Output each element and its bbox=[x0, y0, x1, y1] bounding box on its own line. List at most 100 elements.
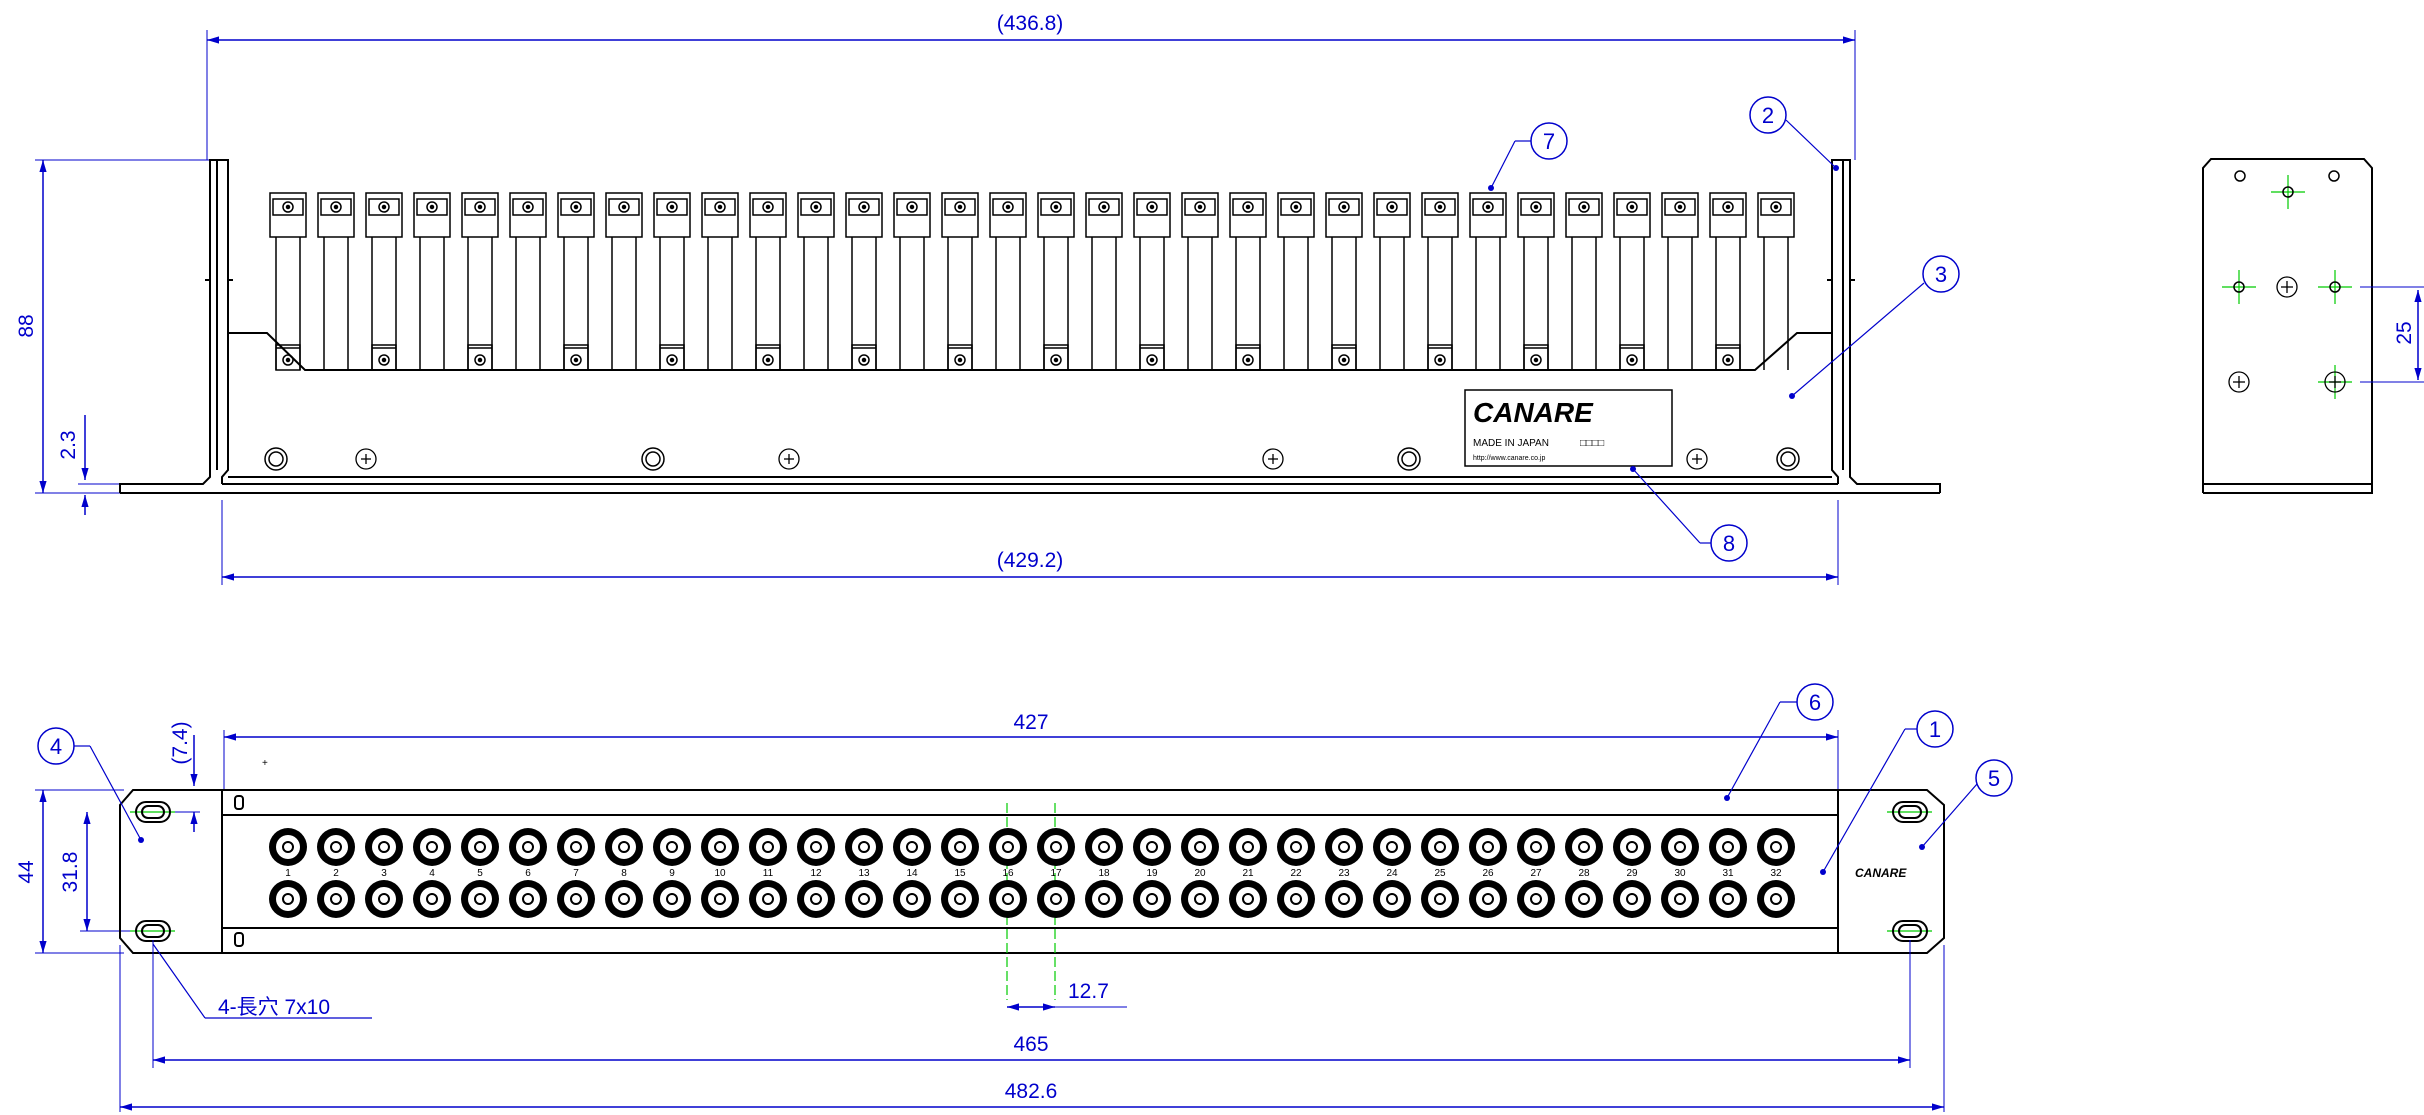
bnc-jack bbox=[701, 828, 739, 866]
front-brand: CANARE bbox=[1855, 866, 1907, 880]
svg-text:7: 7 bbox=[1543, 129, 1555, 154]
bnc-jack bbox=[557, 828, 595, 866]
connector-body bbox=[941, 192, 979, 371]
dim-height-88: 88 bbox=[15, 314, 38, 337]
bnc-jack bbox=[1613, 828, 1651, 866]
bnc-jack bbox=[845, 828, 883, 866]
slot-note: 4-長穴 7x10 bbox=[218, 996, 330, 1019]
svg-text:5: 5 bbox=[1988, 766, 2000, 791]
label-plate-made-in: MADE IN JAPAN bbox=[1473, 438, 1549, 449]
dim-hole-pitch-465: 465 bbox=[1013, 1033, 1048, 1056]
bnc-jack bbox=[317, 880, 355, 918]
jack-number: 1 bbox=[285, 868, 291, 879]
bnc-jack bbox=[1277, 828, 1315, 866]
bnc-jack bbox=[893, 880, 931, 918]
connector-body bbox=[1085, 192, 1123, 370]
bnc-jack bbox=[557, 880, 595, 918]
bnc-jack bbox=[1277, 880, 1315, 918]
jack-number: 4 bbox=[429, 868, 435, 879]
jack-number: 17 bbox=[1050, 868, 1062, 879]
bnc-jack bbox=[1085, 828, 1123, 866]
front-view: 427 + (7.4) 44 31.8 bbox=[15, 683, 2013, 1112]
bnc-jack bbox=[1037, 828, 1075, 866]
jack-number: 19 bbox=[1146, 868, 1158, 879]
bnc-jack bbox=[1757, 828, 1795, 866]
top-connectors bbox=[269, 192, 1795, 371]
bnc-jack bbox=[1469, 880, 1507, 918]
jack-number: 24 bbox=[1386, 868, 1398, 879]
bnc-jack bbox=[1325, 880, 1363, 918]
svg-text:2: 2 bbox=[1762, 103, 1774, 128]
connector-body bbox=[1661, 192, 1699, 370]
svg-text:4: 4 bbox=[50, 734, 62, 759]
jack-number: 27 bbox=[1530, 868, 1542, 879]
connector-body bbox=[893, 192, 931, 370]
connector-body bbox=[269, 192, 307, 371]
chassis-side bbox=[119, 159, 1941, 494]
connector-body bbox=[413, 192, 451, 370]
standoff-ring bbox=[641, 447, 665, 471]
bnc-jack bbox=[1325, 828, 1363, 866]
label-plate-boxes: □□□□ bbox=[1580, 438, 1604, 449]
connector-body bbox=[749, 192, 787, 371]
jack-number: 20 bbox=[1194, 868, 1206, 879]
bnc-jack bbox=[1709, 828, 1747, 866]
jack-number: 29 bbox=[1626, 868, 1638, 879]
bnc-jack bbox=[317, 828, 355, 866]
jack-number: 3 bbox=[381, 868, 387, 879]
dim-front-44: 44 bbox=[15, 860, 38, 884]
jack-number: 32 bbox=[1770, 868, 1782, 879]
phillips-screw bbox=[778, 448, 800, 470]
dim-pitch-12-7: 12.7 bbox=[1068, 980, 1109, 1003]
bnc-jack bbox=[653, 828, 691, 866]
label-plate: CANARE MADE IN JAPAN □□□□ http://www.can… bbox=[1464, 389, 1673, 467]
label-plate-brand: CANARE bbox=[1473, 397, 1594, 428]
jack-number: 22 bbox=[1290, 868, 1302, 879]
bnc-jack bbox=[413, 880, 451, 918]
callout-4: 4 bbox=[37, 727, 144, 843]
connector-body bbox=[797, 192, 835, 370]
bnc-jack bbox=[509, 880, 547, 918]
callout-7: 7 bbox=[1488, 122, 1568, 191]
jack-number: 7 bbox=[573, 868, 579, 879]
bnc-jack bbox=[1373, 828, 1411, 866]
dim-front-7-4: (7.4) bbox=[169, 721, 192, 764]
bnc-jack bbox=[413, 828, 451, 866]
dim-bottom-width: (429.2) bbox=[997, 549, 1064, 572]
bnc-jack bbox=[1517, 880, 1555, 918]
connector-body bbox=[509, 192, 547, 370]
bnc-jack bbox=[1133, 828, 1171, 866]
bnc-jack bbox=[1085, 880, 1123, 918]
bnc-jack bbox=[797, 828, 835, 866]
phillips-screw bbox=[1686, 448, 1708, 470]
connector-body bbox=[1709, 192, 1747, 371]
svg-text:+: + bbox=[262, 758, 268, 769]
jack-number: 13 bbox=[858, 868, 870, 879]
connector-body bbox=[365, 192, 403, 371]
callout-2: 2 bbox=[1749, 96, 1839, 171]
bnc-jack bbox=[365, 828, 403, 866]
bnc-jack bbox=[749, 828, 787, 866]
phillips-screw bbox=[1262, 448, 1284, 470]
bnc-jack bbox=[1613, 880, 1651, 918]
bnc-jack bbox=[269, 880, 307, 918]
connector-body bbox=[317, 192, 355, 370]
bnc-jack bbox=[1037, 880, 1075, 918]
bnc-jack bbox=[269, 828, 307, 866]
bnc-jack bbox=[605, 828, 643, 866]
bnc-jack bbox=[365, 880, 403, 918]
bnc-jack bbox=[1661, 828, 1699, 866]
connector-body bbox=[1757, 192, 1795, 370]
bnc-jack bbox=[1373, 880, 1411, 918]
connector-body bbox=[845, 192, 883, 371]
connector-body bbox=[653, 192, 691, 371]
callout-3: 3 bbox=[1789, 255, 1960, 399]
bnc-jack bbox=[1565, 880, 1603, 918]
bnc-jack bbox=[701, 880, 739, 918]
callout-6: 6 bbox=[1724, 683, 1834, 801]
jack-number: 18 bbox=[1098, 868, 1110, 879]
mounting-slots bbox=[130, 801, 1932, 942]
bnc-jack bbox=[1229, 880, 1267, 918]
